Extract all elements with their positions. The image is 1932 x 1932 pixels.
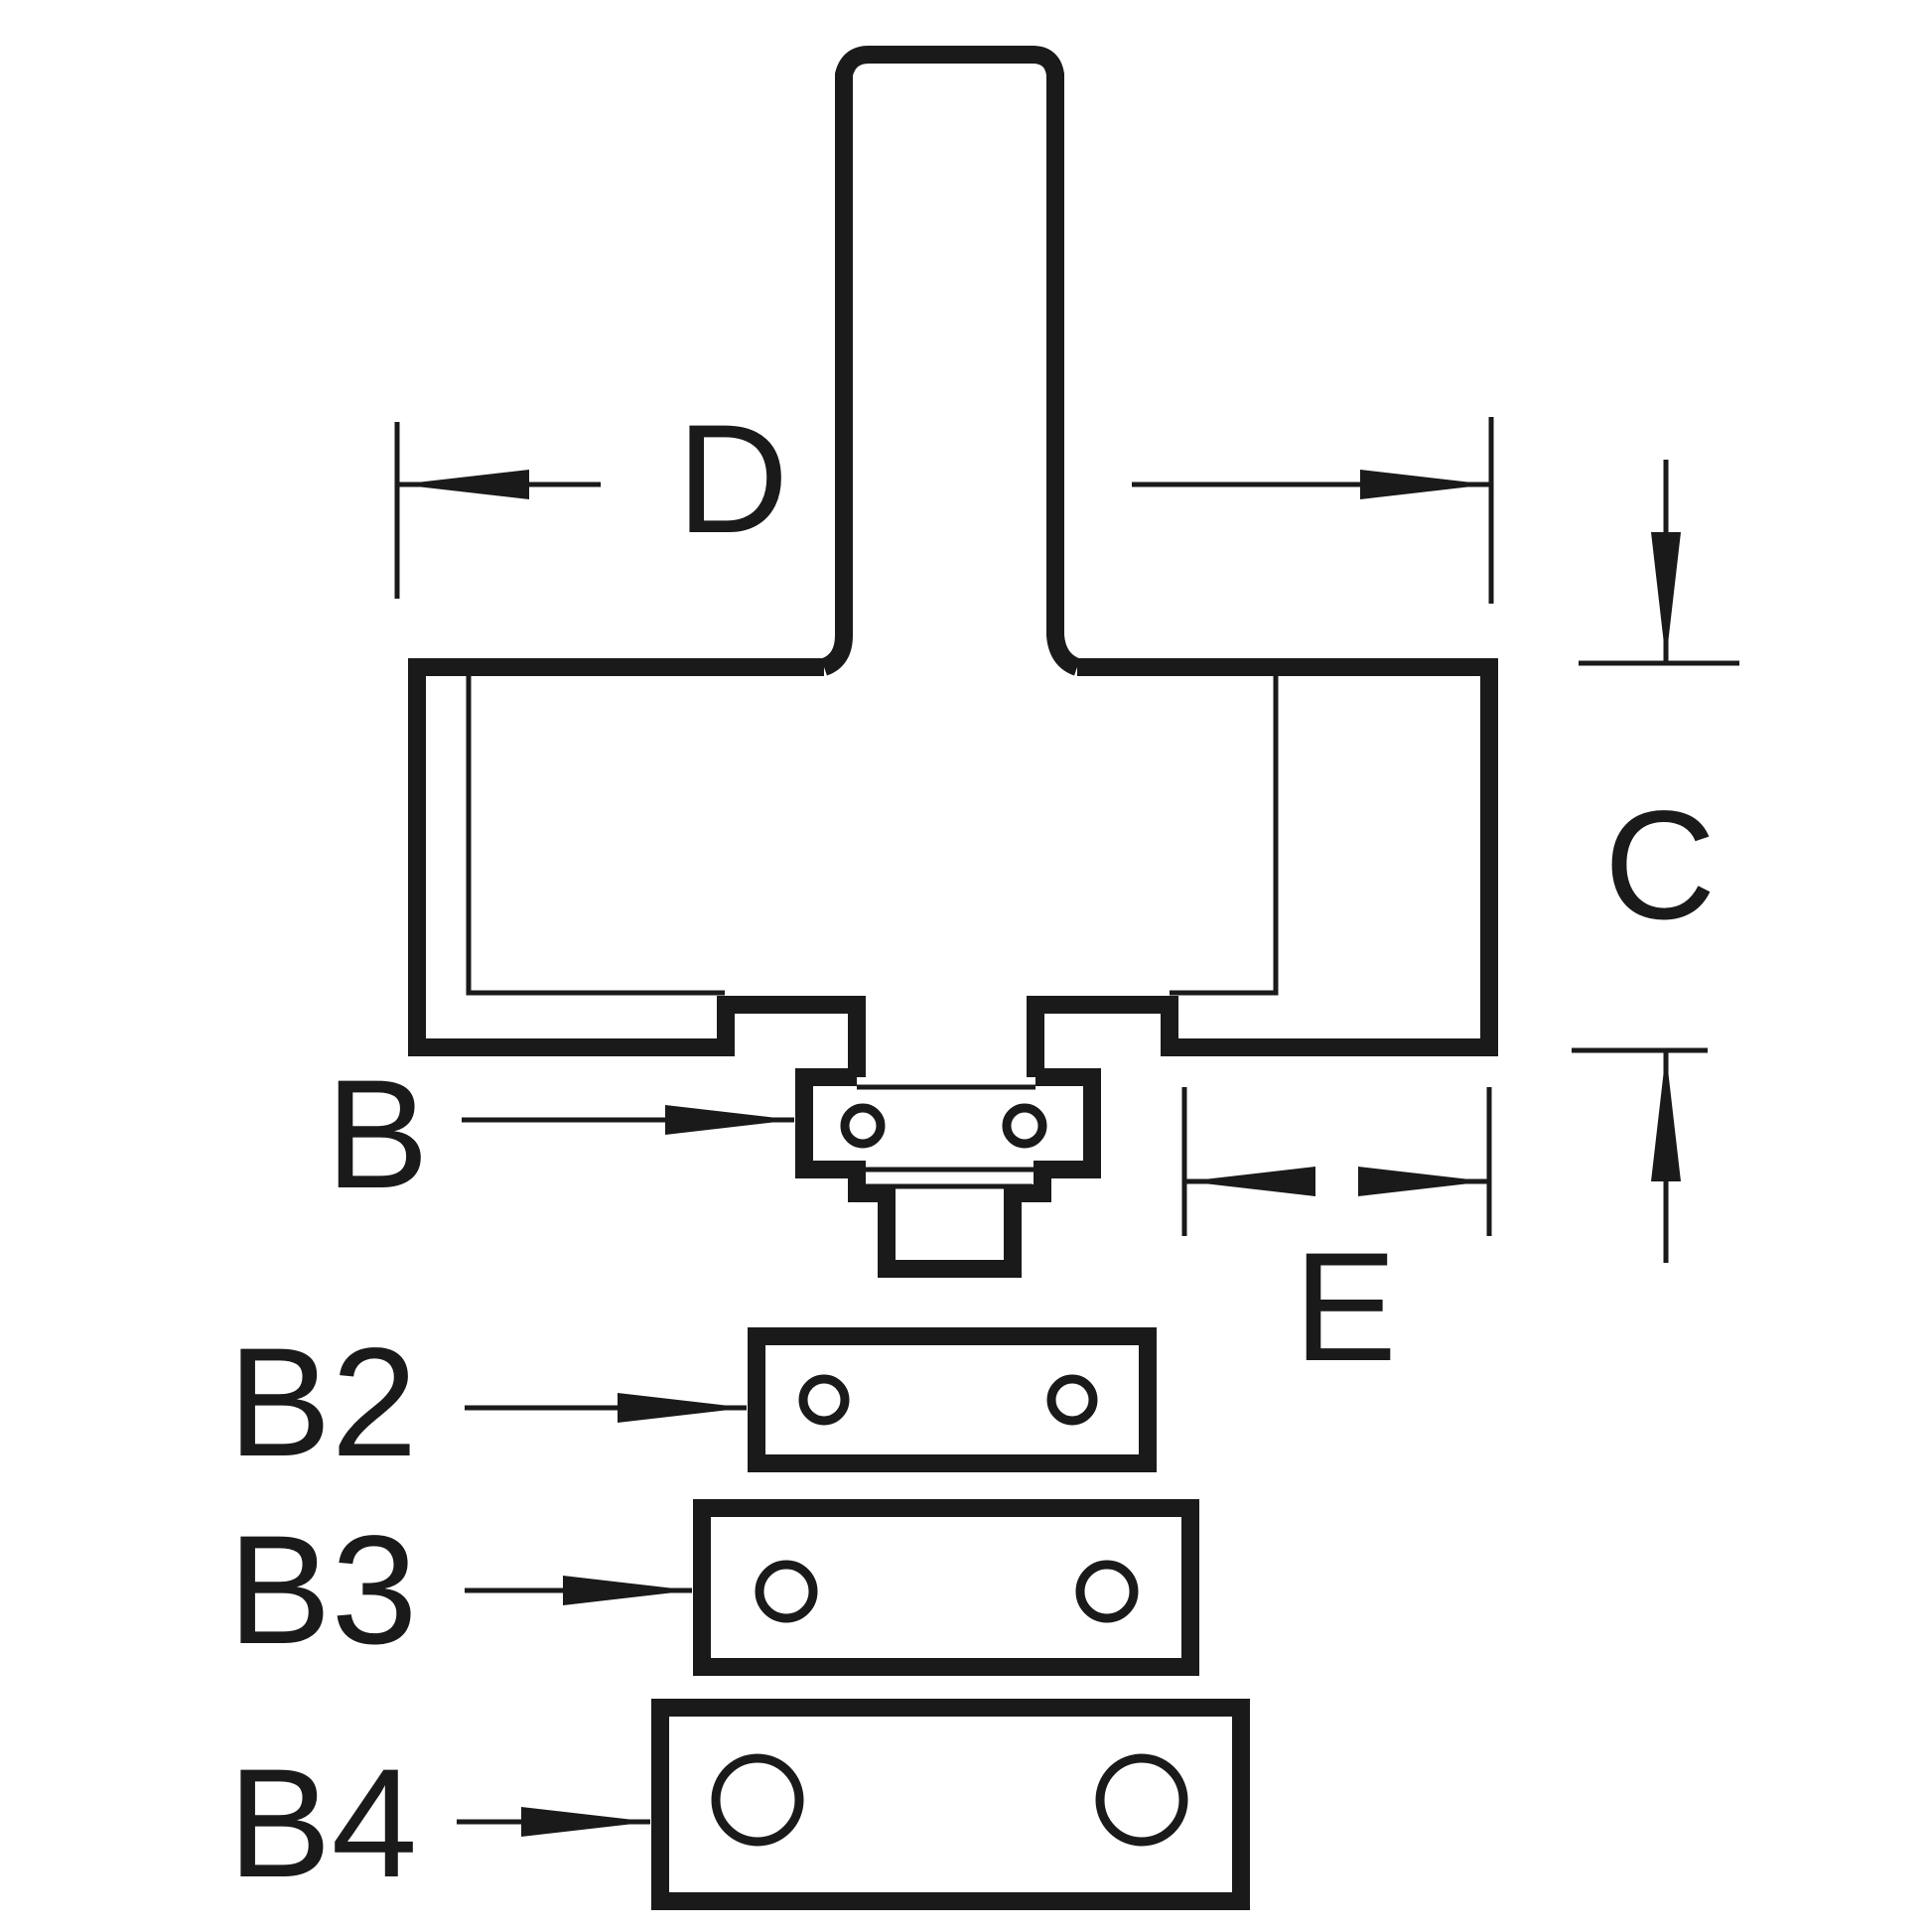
bearing-b3 [693, 1499, 1199, 1676]
bearing-b3-hole-left [755, 1560, 818, 1623]
bearing-b2-hole-left [798, 1374, 850, 1426]
bearing-b4-hole-right [1095, 1753, 1188, 1847]
cutter-shank [820, 46, 1081, 676]
bearing-b2 [748, 1327, 1157, 1472]
dimension-d: D [394, 393, 1494, 604]
dimension-c-label: C [1604, 779, 1717, 952]
label-b4: B4 [228, 1737, 418, 1910]
label-b: B [326, 1048, 429, 1221]
leader-b: B [326, 1048, 794, 1221]
bearing-b [795, 1068, 1101, 1278]
cutter-body [408, 658, 1498, 1077]
bearing-b-hole-right [1002, 1103, 1047, 1149]
label-b2: B2 [228, 1316, 418, 1489]
bearing-b-hole-left [840, 1103, 886, 1149]
dimension-c: C [1572, 460, 1739, 1263]
bearing-b3-hole-right [1075, 1560, 1139, 1623]
bearing-b4-hole-left [711, 1753, 804, 1847]
bearing-b2-hole-right [1046, 1374, 1098, 1426]
dimension-d-label: D [677, 393, 789, 566]
dimension-e-label: E [1294, 1221, 1397, 1394]
bearing-b4 [651, 1699, 1250, 1910]
leader-b2: B2 [228, 1316, 747, 1489]
dimension-e: E [1181, 1087, 1492, 1394]
bearing-b-inner [857, 1084, 1042, 1189]
label-b3: B3 [228, 1504, 418, 1677]
leader-b3: B3 [228, 1504, 692, 1677]
leader-b4: B4 [228, 1737, 650, 1910]
cutter-inner-lines [466, 667, 1279, 996]
